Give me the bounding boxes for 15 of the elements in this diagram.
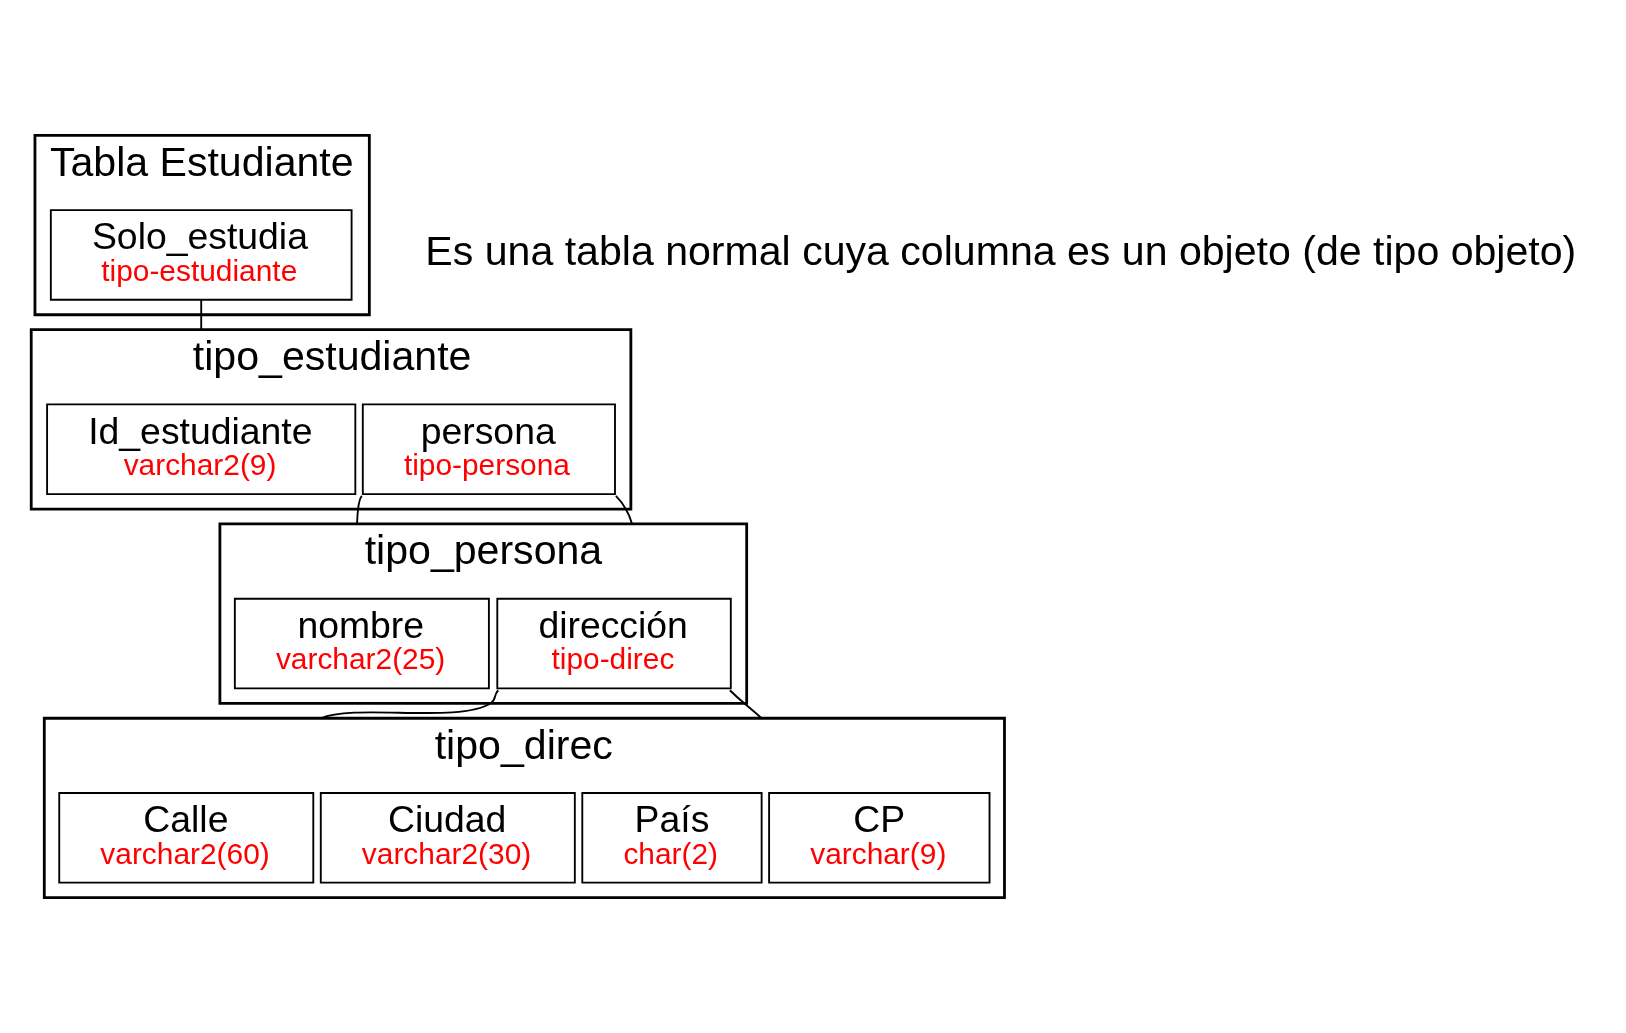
node-box: Id_estudiante varchar2(9) [46,403,357,495]
connector [319,689,500,720]
node-box: persona tipo-persona [361,403,616,495]
node-box: CP varchar(9) [768,792,991,884]
node-box: nombre varchar2(25) [233,597,490,690]
node-box: Ciudad varchar2(30) [319,792,576,884]
connector [728,689,763,720]
node-box: Solo_estudia tipo-estudiante [49,209,353,301]
connector [200,299,203,331]
connector [356,495,363,525]
node-box: dirección tipo-direc [496,597,732,690]
label: Es una tabla normal cuya columna es un objeto (de tipo objeto) [425,228,1577,275]
node-box: Calle varchar2(60) [58,792,315,884]
connector [615,495,633,525]
node-box: País char(2) [581,792,763,884]
